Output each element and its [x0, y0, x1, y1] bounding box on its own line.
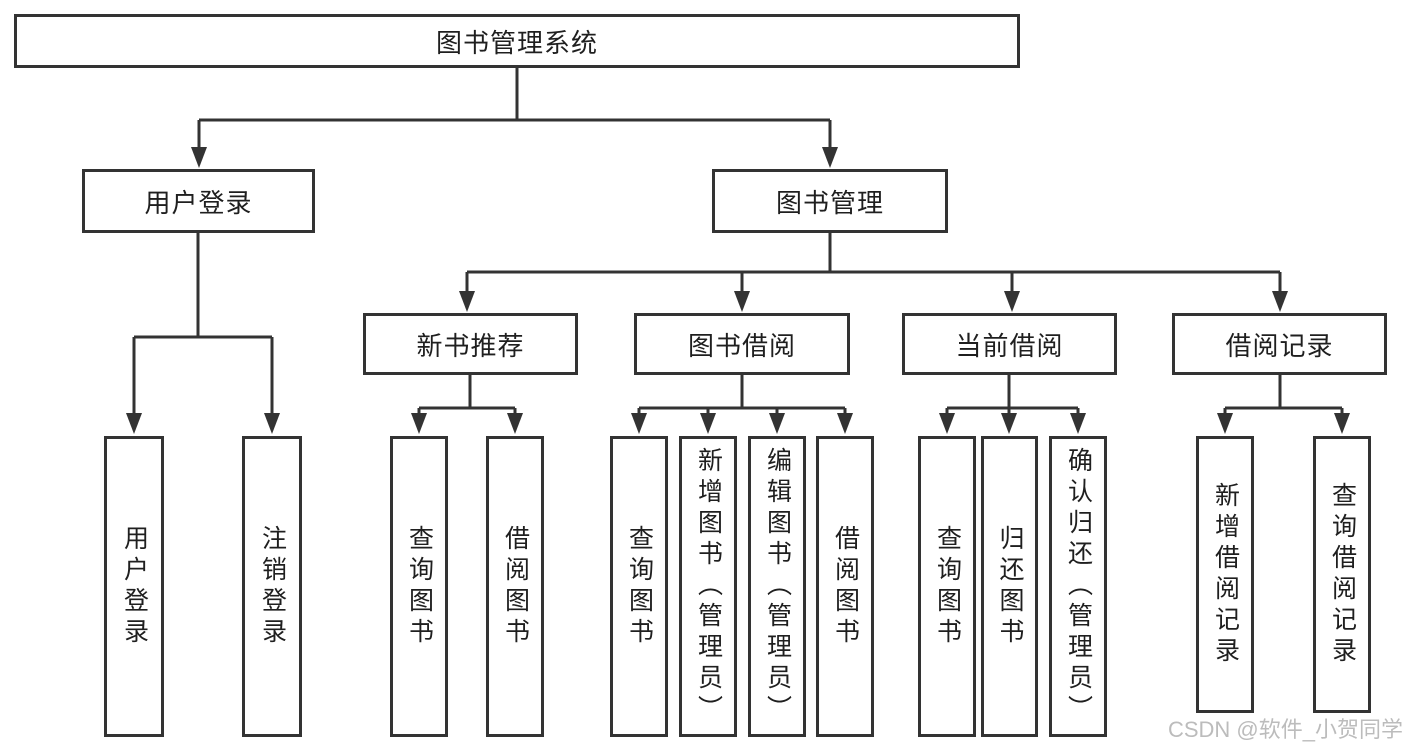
node-borrowing-records: 借阅记录: [1172, 313, 1387, 375]
leaf-label: 借阅图书: [501, 524, 530, 649]
leaf-user-login: 用户登录: [104, 436, 164, 737]
node-label: 用户登录: [144, 187, 253, 218]
leaf-borrow-books: 借阅图书: [816, 436, 874, 737]
leaf-confirm-return-admin: 确认归还（管理员）: [1049, 436, 1107, 737]
leaf-label: 确认归还（管理员）: [1064, 447, 1093, 726]
leaf-add-books-admin: 新增图书（管理员）: [679, 436, 737, 737]
node-label: 借阅记录: [1225, 330, 1334, 361]
node-library-management-system: 图书管理系统: [14, 14, 1020, 68]
leaf-return-books: 归还图书: [981, 436, 1038, 737]
node-new-book-recommendation: 新书推荐: [363, 313, 578, 375]
leaf-logout: 注销登录: [242, 436, 302, 737]
node-book-management: 图书管理: [712, 169, 948, 233]
leaf-search-books-borrow: 查询图书: [610, 436, 668, 737]
node-label: 图书借阅: [687, 330, 796, 361]
leaf-search-borrow-record: 查询借阅记录: [1313, 436, 1371, 713]
csdn-watermark: CSDN @软件_小贺同学: [1167, 717, 1403, 742]
leaf-label: 新增图书（管理员）: [694, 447, 723, 726]
leaf-label: 新增借阅记录: [1211, 481, 1240, 668]
leaf-label: 查询图书: [933, 524, 962, 649]
leaf-label: 查询借阅记录: [1328, 481, 1357, 668]
leaf-label: 查询图书: [405, 524, 434, 649]
leaf-label: 归还图书: [996, 524, 1024, 649]
node-label: 新书推荐: [416, 330, 525, 361]
node-label: 图书管理: [775, 187, 884, 218]
node-user-login: 用户登录: [82, 169, 315, 233]
node-book-borrowing: 图书借阅: [634, 313, 850, 375]
leaf-label: 借阅图书: [831, 524, 860, 649]
node-current-borrowing: 当前借阅: [902, 313, 1117, 375]
leaf-label: 编辑图书（管理员）: [763, 447, 792, 726]
leaf-label: 查询图书: [625, 524, 654, 649]
arrowhead-icons: [126, 147, 1350, 434]
leaf-edit-books-admin: 编辑图书（管理员）: [748, 436, 806, 737]
leaf-search-books-recommend: 查询图书: [390, 436, 448, 737]
leaf-borrow-books-recommend: 借阅图书: [486, 436, 544, 737]
leaf-label: 注销登录: [258, 524, 287, 649]
node-label: 图书管理系统: [435, 27, 598, 58]
leaf-search-books-current: 查询图书: [918, 436, 976, 737]
leaf-label: 用户登录: [120, 524, 149, 649]
node-label: 当前借阅: [955, 330, 1064, 361]
leaf-add-borrow-record: 新增借阅记录: [1196, 436, 1254, 713]
